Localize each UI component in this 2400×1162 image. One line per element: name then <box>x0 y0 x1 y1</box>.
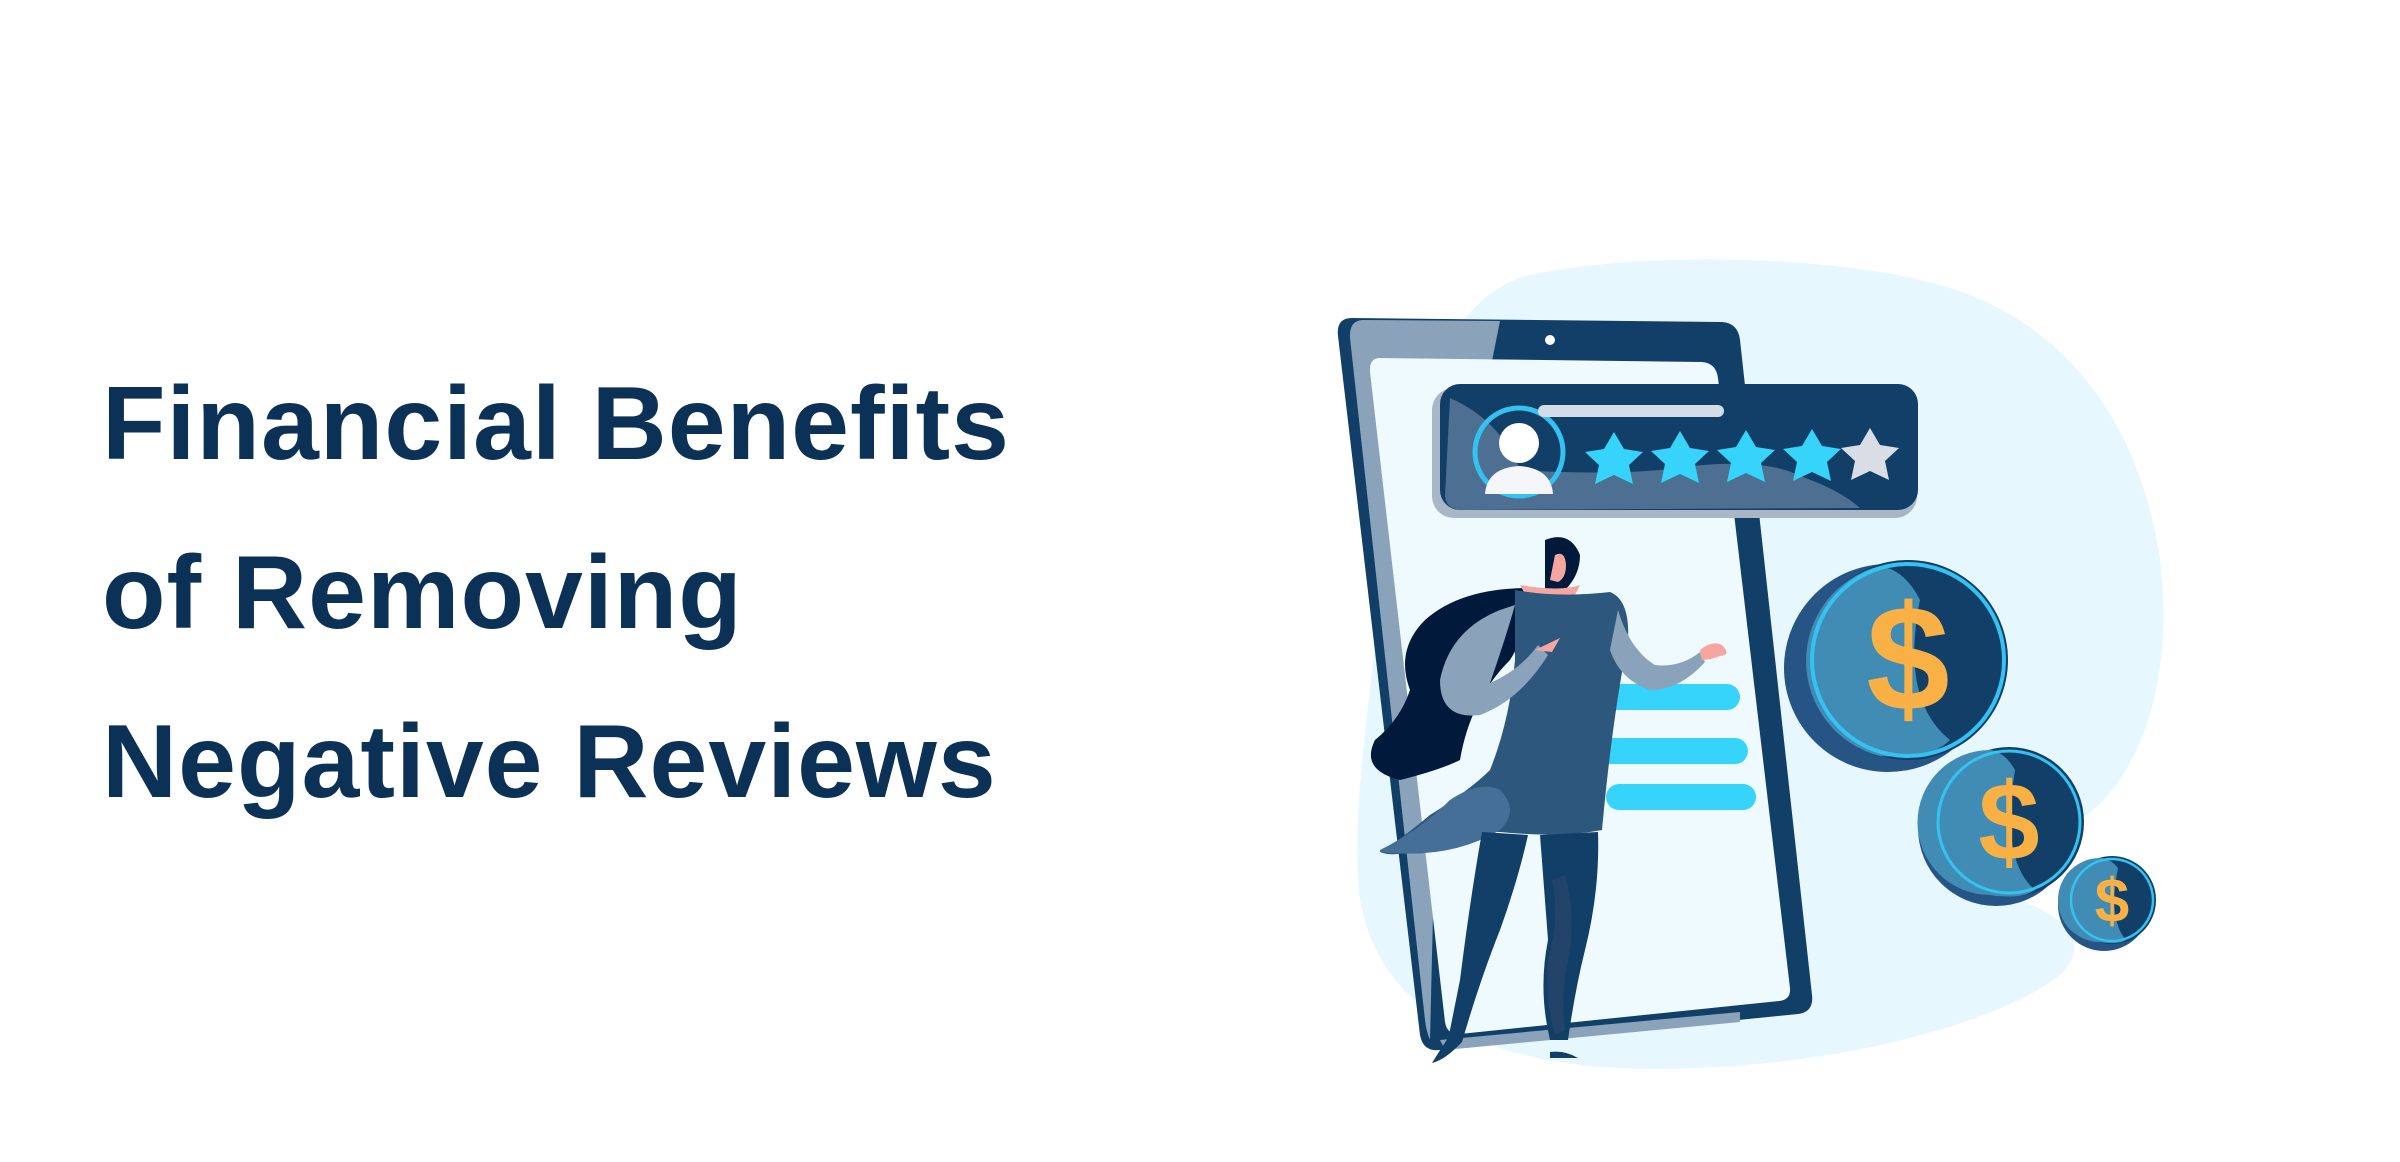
coin-small: $ <box>2058 856 2156 951</box>
woman-figure <box>1370 537 1727 1063</box>
page-title: Financial Benefits of Removing Negative … <box>102 340 1010 847</box>
coin-medium: $ <box>1917 747 2084 906</box>
star-rating <box>1585 428 1899 484</box>
screen-list-bars <box>1590 684 1756 810</box>
title-line-2: of Removing <box>102 535 743 651</box>
phone-camera-dot <box>1545 335 1555 345</box>
star-filled-icon <box>1717 430 1775 482</box>
star-filled-icon <box>1783 429 1841 481</box>
title-line-1: Financial Benefits <box>102 366 1010 482</box>
star-filled-icon <box>1585 432 1643 484</box>
review-card <box>1432 384 1918 518</box>
coin-large: $ <box>1784 560 2008 772</box>
reviewer-name-placeholder <box>1538 405 1724 417</box>
title-line-3: Negative Reviews <box>102 704 997 820</box>
star-empty-icon <box>1841 428 1899 480</box>
reviewer-avatar <box>1472 405 1566 499</box>
dollar-icon: $ <box>1978 761 2039 884</box>
dollar-icon: $ <box>2095 867 2129 936</box>
star-filled-icon <box>1651 431 1709 483</box>
dollar-icon: $ <box>1866 574 1949 742</box>
